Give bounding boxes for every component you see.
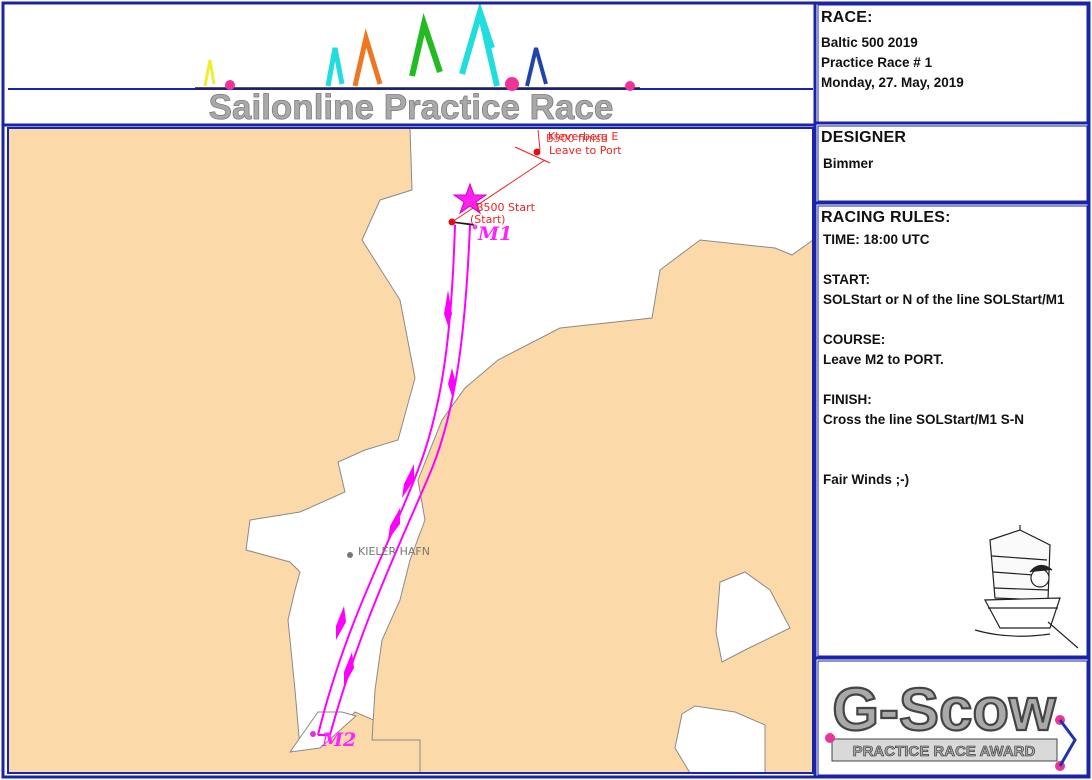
- sail-blue-icon: [525, 47, 548, 87]
- race-heading: RACE:: [821, 9, 873, 26]
- buoy-dot-icon: [225, 80, 235, 90]
- start-star-icon: [452, 182, 488, 215]
- sail-green-icon: [409, 12, 443, 77]
- award-dot-icon: [825, 733, 835, 743]
- lagoon-south: [288, 711, 358, 753]
- mark-label-start: B500 Start: [476, 201, 536, 214]
- header-logo: Sailonline Practice Race: [8, 1, 813, 127]
- award-caption-bar: [831, 738, 1058, 762]
- island-east: [715, 571, 791, 663]
- race-name: Baltic 500 2019: [821, 35, 918, 50]
- sail-cyan-icon: [325, 47, 345, 87]
- award-caption: PRACTICE RACE AWARD: [853, 743, 1036, 760]
- port-name-label: KIELER HAFN: [358, 545, 430, 558]
- mark-m2-label: M2: [321, 729, 356, 751]
- rules-time: TIME: 18:00 UTC: [823, 232, 930, 247]
- race-subtitle: Practice Race # 1: [821, 55, 933, 70]
- rules-finish-heading: FINISH:: [823, 392, 872, 407]
- award-brand: G-Scow: [832, 676, 1056, 743]
- sail-yellow-icon: [203, 59, 216, 87]
- rules-finish-text: Cross the line SOLStart/M1 S-N: [823, 412, 1025, 427]
- page-title: Sailonline Practice Race: [209, 88, 614, 127]
- designer-name: Bimmer: [823, 156, 874, 171]
- island-south: [674, 705, 766, 774]
- finish-mark-dot: [533, 148, 541, 156]
- start-mark-dot: [448, 218, 456, 226]
- award-logo: G-Scow PRACTICE RACE AWARD: [825, 675, 1077, 771]
- designer-heading: DESIGNER: [821, 129, 907, 146]
- buoy-dot-small-icon: [625, 81, 635, 91]
- m2-mark-dot: [310, 731, 316, 737]
- rules-start-text: SOLStart or N of the line SOLStart/M1: [823, 292, 1065, 307]
- rules-heading: RACING RULES:: [821, 209, 951, 226]
- rules-closing: Fair Winds ;-): [823, 472, 910, 487]
- port-dot: [347, 552, 353, 558]
- sail-orange-icon: [352, 28, 383, 87]
- mark-m1-label: M1: [477, 223, 512, 245]
- land-east: [371, 239, 814, 774]
- rules-start-heading: START:: [823, 272, 870, 287]
- chart-map: M1 M2 KIELER HAFN Kleverberg E B500 fini…: [7, 127, 814, 774]
- mark-label-finish: B500 finish: [546, 132, 608, 145]
- buoy-dot-large-icon: [505, 77, 519, 91]
- mark-label-leave-to-port: Leave to Port: [549, 144, 622, 157]
- rules-course-text: Leave M2 to PORT.: [823, 352, 944, 367]
- mark-label-start-paren: (Start): [470, 213, 505, 226]
- start-line: [451, 221, 475, 226]
- scow-sailor-cartoon-icon: [974, 525, 1079, 649]
- mark-label-kleverberg: Kleverberg E: [548, 130, 618, 143]
- race-date: Monday, 27. May, 2019: [821, 75, 964, 90]
- m1-mark-dot: [472, 224, 478, 230]
- award-bracket-icon: [1058, 719, 1077, 767]
- sail-cyan-large-icon: [459, 1, 500, 87]
- rules-course-heading: COURSE:: [823, 332, 886, 347]
- course-arrows: [336, 290, 456, 686]
